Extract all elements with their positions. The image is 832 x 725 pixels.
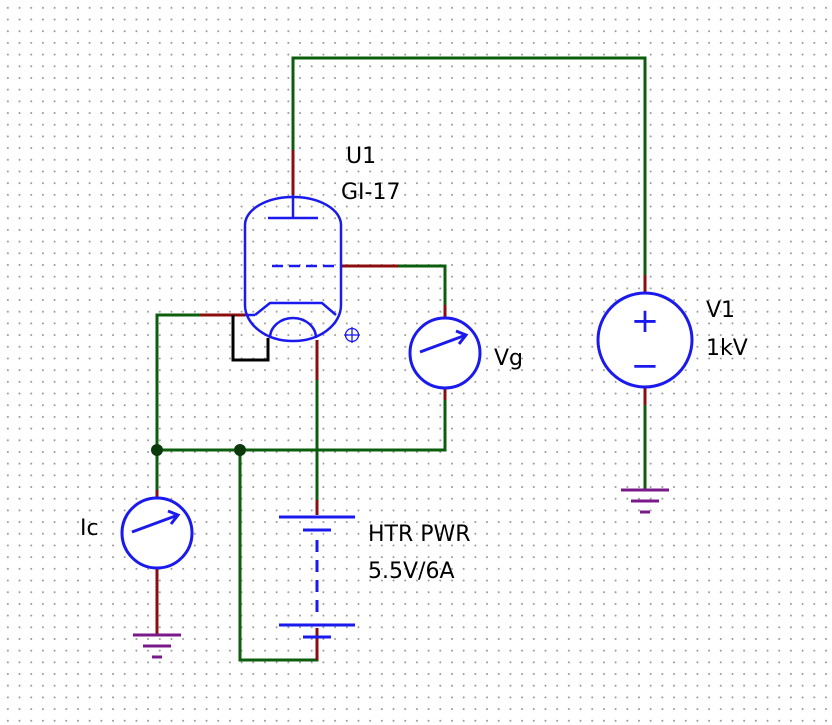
vg-label: Vg <box>494 346 523 371</box>
meter-needle-head <box>167 509 181 525</box>
tube-u1[interactable] <box>243 195 343 343</box>
plus-icon: + <box>631 301 660 341</box>
junction-dot <box>151 444 163 456</box>
ground-icon <box>621 488 669 514</box>
pins <box>155 150 647 660</box>
ic-label: Ic <box>80 516 99 541</box>
junction-dot <box>234 444 246 456</box>
tube-heater-filament <box>268 316 318 339</box>
supply-designator: V1 <box>706 298 735 323</box>
meter-needle <box>419 333 467 354</box>
meter-ic[interactable] <box>120 496 194 570</box>
wire-heater-return <box>238 448 319 662</box>
meter-needle-head <box>455 329 469 345</box>
minus-icon: − <box>631 346 660 386</box>
tube-cathode <box>254 301 337 316</box>
heater-supply-label: HTR PWR <box>368 522 471 547</box>
ground-icon <box>133 633 181 659</box>
battery-heater[interactable] <box>279 515 355 639</box>
source-circle <box>596 291 694 389</box>
heater-supply-rating: 5.5V/6A <box>368 559 455 584</box>
supply-value: 1kV <box>706 336 748 361</box>
origin-icon <box>344 327 360 343</box>
tube-envelope <box>243 195 343 343</box>
meter-vg[interactable] <box>408 316 482 390</box>
meter-needle <box>131 513 179 534</box>
wire-anode-to-v1 <box>291 56 647 277</box>
jumper-cathode-heater <box>231 315 270 362</box>
tube-model: GI-17 <box>341 180 400 205</box>
tube-designator: U1 <box>346 144 376 169</box>
voltage-source-v1[interactable] <box>596 291 694 389</box>
wires <box>155 56 647 662</box>
